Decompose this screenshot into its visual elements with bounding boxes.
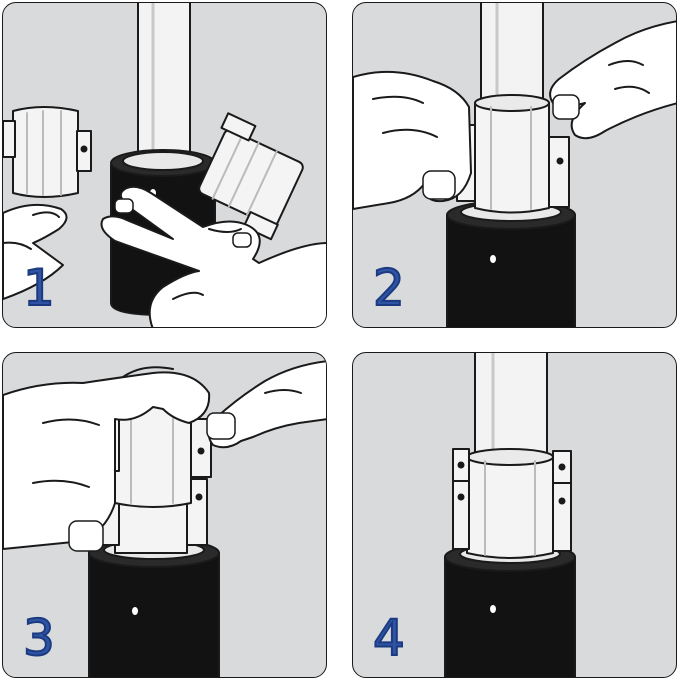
outer-tube: [88, 552, 220, 677]
bushing-half-left: [12, 106, 79, 198]
step-1-panel: 1: [2, 2, 327, 328]
bushing-half-right: [198, 112, 304, 241]
outer-tube: [446, 214, 576, 327]
bushing: [466, 452, 554, 559]
pole: [474, 353, 548, 462]
left-hand: [3, 371, 211, 550]
step-2-panel: 2: [352, 2, 677, 328]
step-2-illustration: [353, 3, 676, 327]
step-number: 4: [372, 609, 406, 667]
outer-tube: [444, 556, 576, 677]
bushing: [474, 98, 550, 214]
step-number: 1: [22, 259, 56, 317]
left-hand: [3, 203, 68, 300]
pole: [137, 3, 191, 164]
step-4-illustration: [444, 353, 576, 677]
step-1-illustration: [3, 3, 326, 327]
step-number: 3: [22, 609, 56, 667]
step-number: 2: [372, 259, 406, 317]
step-3-panel: 3: [2, 352, 327, 678]
step-3-illustration: [3, 360, 326, 677]
step-4-panel: 4: [352, 352, 677, 678]
right-hand: [549, 20, 676, 140]
